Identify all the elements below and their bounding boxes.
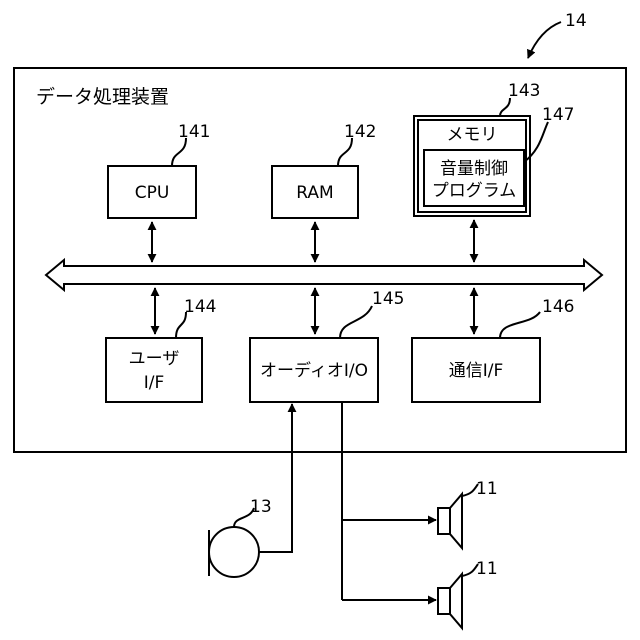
speaker-bottom-icon bbox=[450, 574, 462, 628]
ram-ref: 142 bbox=[344, 122, 376, 142]
microphone-icon bbox=[209, 527, 259, 577]
comm-if-ref: 146 bbox=[542, 297, 574, 317]
speaker-top-body bbox=[438, 508, 450, 534]
device-title: データ処理装置 bbox=[36, 86, 169, 108]
speaker-top-ref: 11 bbox=[476, 479, 498, 499]
ram-label: RAM bbox=[296, 183, 333, 203]
user-if-label-line2: I/F bbox=[144, 373, 165, 393]
program-ref: 147 bbox=[542, 105, 574, 125]
program-label-line1: 音量制御 bbox=[440, 159, 508, 179]
audio-io-label: オーディオI/O bbox=[260, 360, 368, 381]
memory-ref: 143 bbox=[508, 81, 540, 101]
cpu-ref: 141 bbox=[178, 122, 210, 142]
microphone-ref: 13 bbox=[250, 497, 272, 517]
audio-io-ref: 145 bbox=[372, 289, 404, 309]
cpu-label: CPU bbox=[135, 183, 170, 203]
figure-ref-arrow bbox=[528, 22, 561, 58]
program-label-line2: プログラム bbox=[432, 181, 517, 201]
speaker-bottom-ref: 11 bbox=[476, 559, 498, 579]
user-if-ref: 144 bbox=[184, 297, 216, 317]
speaker-top-icon bbox=[450, 494, 462, 548]
comm-if-label: 通信I/F bbox=[449, 361, 504, 381]
user-if-label-line1: ユーザ bbox=[129, 349, 180, 369]
figure-ref-label: 14 bbox=[565, 11, 587, 31]
memory-label: メモリ bbox=[447, 125, 498, 145]
speaker-bottom-body bbox=[438, 588, 450, 614]
